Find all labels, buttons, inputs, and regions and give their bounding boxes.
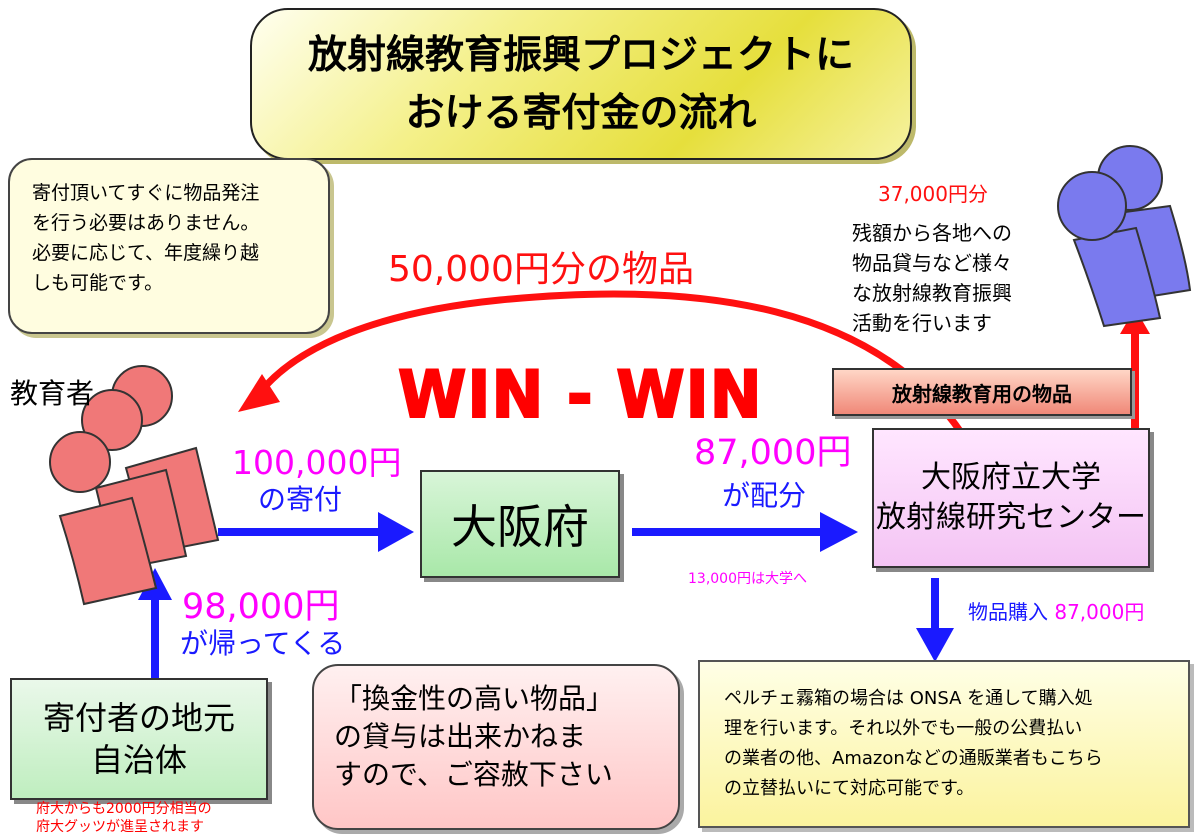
remainder-amount: 37,000円分 [878, 182, 988, 206]
return-amount: 98,000円 [182, 587, 340, 627]
title-line-1: 放射線教育振興プロジェクトに [307, 32, 854, 78]
allocation-amount: 87,000円 [694, 433, 852, 473]
purchase-amount: 87,000円 [1054, 600, 1145, 624]
remainder-line-2: 物品貸与など様々 [852, 251, 1012, 275]
note-box: 寄付頂いてすぐに物品発注 を行う必要はありません。 必要に応じて、年度繰り越 し… [8, 158, 330, 334]
goods-return-arrow [259, 290, 969, 442]
local-gov-line-2: 自治体 [90, 741, 187, 779]
osaka-label: 大阪府 [451, 500, 589, 554]
purchase-text: 物品購入 [968, 600, 1048, 624]
university-line-1: 大阪府立大学 [921, 460, 1101, 495]
educator-label: 教育者 [10, 377, 95, 410]
title-box: 放射線教育振興プロジェクトに おける寄付金の流れ [250, 8, 912, 160]
allocate-arrow-head [820, 512, 858, 552]
onsa-note-box: ペルチェ霧箱の場合は ONSA を通して購入処 理を行います。それ以外でも一般の… [698, 660, 1190, 828]
purchase-label: 物品購入 87,000円 [968, 596, 1144, 625]
remainder-line-3: な放射線教育振興 [852, 281, 1012, 305]
note-line-4: しも可能です。 [32, 272, 164, 294]
university-box: 大阪府立大学 放射線研究センター [872, 428, 1150, 568]
warning-line-3: すので、ご容赦下さい [334, 758, 613, 791]
onsa-line-4: の立替払いにて対応可能です。 [724, 778, 975, 799]
warning-line-2: の貸与は出来かねま [334, 720, 587, 753]
remainder-line-4: 活動を行います [852, 311, 992, 335]
goods-label: 50,000円分の物品 [388, 249, 694, 290]
local-government-box: 寄付者の地元 自治体 [10, 678, 268, 800]
remainder-text: 残額から各地への 物品貸与など様々 な放射線教育振興 活動を行います [852, 218, 1012, 338]
educator-person-icon [49, 365, 220, 606]
university-goods-note: 府大からも2000円分相当の 府大グッツが進呈されます [36, 800, 212, 836]
return-arrow-shaft [151, 594, 159, 678]
allocate-arrow-shaft [632, 528, 828, 536]
goods-note-line-1: 府大からも2000円分相当の [36, 801, 212, 817]
purchase-arrow-head [916, 628, 954, 662]
win-win-label: WIN - WIN [397, 355, 763, 434]
onsa-line-2: 理を行います。それ以外でも一般の公費払い [724, 718, 1083, 739]
onsa-line-3: の業者の他、Amazonなどの通販業者もこちら [724, 748, 1103, 769]
note-line-1: 寄付頂いてすぐに物品発注 [32, 182, 260, 204]
allocation-label: が配分 [722, 479, 807, 512]
osaka-prefecture-box: 大阪府 [420, 470, 620, 578]
education-goods-banner: 放射線教育用の物品 [832, 368, 1132, 416]
warning-box: 「換金性の高い物品」 の貸与は出来かねま すので、ご容赦下さい [312, 664, 680, 830]
warning-line-1: 「換金性の高い物品」 [334, 682, 615, 715]
onsa-line-1: ペルチェ霧箱の場合は ONSA を通して購入処 [724, 688, 1093, 709]
donation-label: の寄付 [258, 483, 343, 516]
remainder-person-icon [1057, 145, 1192, 328]
university-share-label: 13,000円は大学へ [688, 571, 807, 587]
note-line-2: を行う必要はありません。 [32, 212, 260, 234]
donate-arrow-shaft [218, 528, 386, 536]
up-arrow-shaft [1131, 328, 1139, 428]
remainder-line-1: 残額から各地への [852, 221, 1012, 245]
goods-note-line-2: 府大グッツが進呈されます [36, 819, 204, 835]
donate-arrow-head [378, 512, 414, 552]
note-line-3: 必要に応じて、年度繰り越 [32, 242, 260, 264]
university-line-2: 放射線研究センター [876, 500, 1146, 535]
title-line-2: おける寄付金の流れ [405, 90, 757, 136]
return-label: が帰ってくる [180, 627, 346, 660]
banner-label: 放射線教育用の物品 [892, 381, 1072, 406]
goods-return-arrowhead [238, 374, 280, 412]
local-gov-line-1: 寄付者の地元 [42, 699, 235, 737]
donation-amount: 100,000円 [232, 443, 402, 482]
purchase-arrow-shaft [931, 578, 939, 630]
